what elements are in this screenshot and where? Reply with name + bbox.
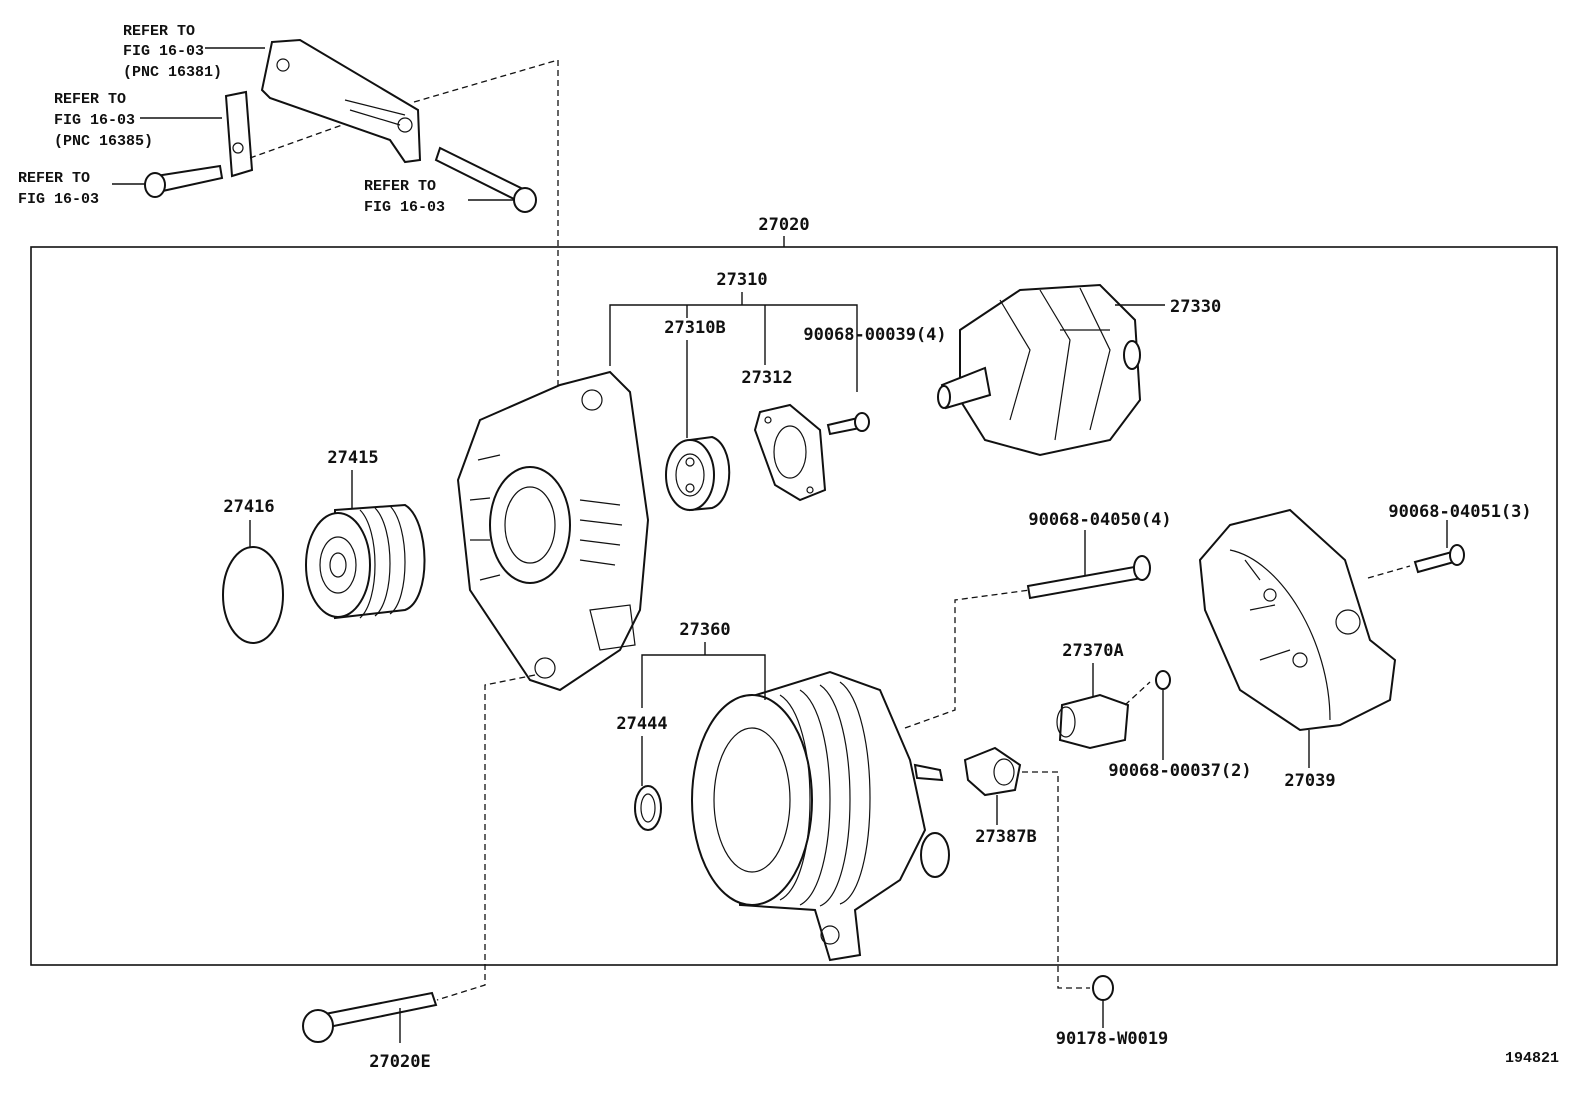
screw-90068-00037-icon [1155, 670, 1171, 690]
ref1-line3: (PNC 16381) [123, 64, 222, 81]
cover-27416-icon [222, 546, 284, 644]
ref4-line2: FIG 16-03 [364, 199, 445, 216]
plate-27312-icon [753, 403, 827, 502]
bolt-27020E-icon [302, 991, 438, 1043]
insulator-27387B-icon [963, 746, 1022, 797]
bolt-short-icon [144, 164, 224, 198]
bolt-long-icon [434, 146, 537, 213]
bracket-16381 [260, 38, 422, 164]
brush-holder-27370A-icon [1056, 693, 1130, 750]
rear-housing-27360-icon [691, 670, 950, 962]
front-housing-27310-icon [456, 370, 650, 692]
ref1-line2: FIG 16-03 [123, 43, 204, 60]
diagram-id: 194821 [1505, 1050, 1559, 1067]
bolt-90068-04050-icon [1026, 555, 1151, 600]
label-27020E[interactable]: 27020E [369, 1052, 430, 1072]
ref3-line1: REFER TO [18, 170, 90, 187]
bearing-27310B-icon [665, 435, 731, 512]
screw-90068-00039-icon [826, 412, 870, 436]
spacer-27444-icon [634, 785, 662, 831]
label-90068-00039[interactable]: 90068-00039(4) [803, 325, 946, 345]
label-90178-W0019[interactable]: 90178-W0019 [1056, 1029, 1169, 1049]
nut-90178-W0019-icon [1092, 975, 1114, 1001]
label-27416[interactable]: 27416 [223, 497, 274, 517]
label-27370A[interactable]: 27370A [1062, 641, 1123, 661]
label-27444[interactable]: 27444 [616, 714, 667, 734]
label-27020[interactable]: 27020 [758, 215, 809, 235]
ref2-line3: (PNC 16385) [54, 133, 153, 150]
label-90068-04050[interactable]: 90068-04050(4) [1028, 510, 1171, 530]
assembly-frame [30, 246, 1558, 966]
pulley-27415-icon [305, 503, 426, 620]
bracket-16385 [224, 90, 254, 178]
label-27330[interactable]: 27330 [1170, 297, 1221, 317]
label-27415[interactable]: 27415 [327, 448, 378, 468]
label-27360[interactable]: 27360 [679, 620, 730, 640]
label-90068-00037[interactable]: 90068-00037(2) [1108, 761, 1251, 781]
label-27387B[interactable]: 27387B [975, 827, 1036, 847]
ref2-line1: REFER TO [54, 91, 126, 108]
ref3-line2: FIG 16-03 [18, 191, 99, 208]
label-27039[interactable]: 27039 [1284, 771, 1335, 791]
label-27312[interactable]: 27312 [741, 368, 792, 388]
bolt-90068-04051-icon [1413, 544, 1465, 574]
label-27310[interactable]: 27310 [716, 270, 767, 290]
label-27310B[interactable]: 27310B [664, 318, 725, 338]
ref4-line1: REFER TO [364, 178, 436, 195]
ref1-line1: REFER TO [123, 23, 195, 40]
ref2-line2: FIG 16-03 [54, 112, 135, 129]
rotor-27330-icon [937, 283, 1142, 457]
rear-cover-27039-icon [1198, 508, 1397, 732]
label-90068-04051[interactable]: 90068-04051(3) [1388, 502, 1531, 522]
